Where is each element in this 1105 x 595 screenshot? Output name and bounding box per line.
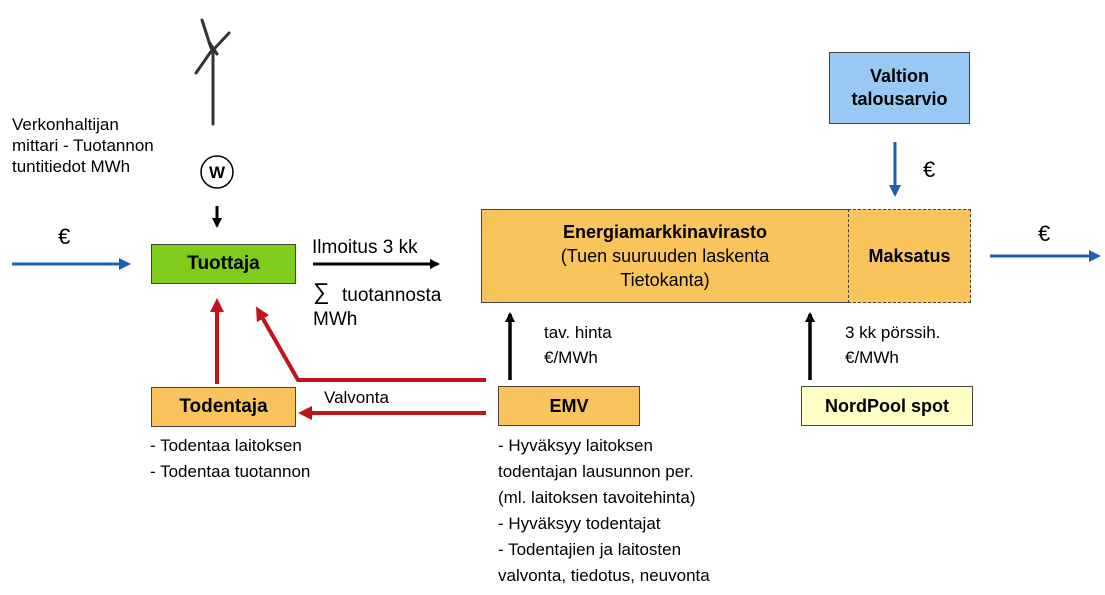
emv-task: - Hyväksyy laitoksen [498, 436, 653, 455]
state-budget-line-2: talousarvio [851, 89, 948, 109]
verifier-label: Todentaja [179, 396, 268, 417]
emv-task: - Hyväksyy todentajat [498, 514, 661, 533]
avg-price-line-1: tav. hinta [544, 323, 612, 342]
state-budget-box: Valtion talousarvio [829, 52, 970, 124]
agency-box: Energiamarkkinavirasto (Tuen suuruuden l… [481, 209, 849, 303]
producer-box: Tuottaja [151, 244, 296, 284]
spot-price-line-1: 3 kk pörssih. [845, 323, 941, 342]
verifier-task: - Todentaa laitoksen [150, 436, 302, 455]
sum-text: tuotannosta [342, 285, 442, 306]
emv-task: (ml. laitoksen tavoitehinta) [498, 488, 696, 507]
meter-symbol: W [208, 163, 226, 182]
payment-box: Maksatus [848, 209, 971, 303]
emv-task: todentajan lausunnon per. [498, 462, 694, 481]
nordpool-label: NordPool spot [825, 395, 949, 416]
sum-unit: MWh [313, 309, 358, 330]
emv-task: - Todentajien ja laitosten [498, 540, 682, 559]
sum-symbol: ∑ [313, 278, 330, 304]
wind-turbine-icon [194, 18, 231, 126]
meter-icon [200, 155, 234, 189]
agency-sub-line-1: (Tuen suuruuden laskenta [560, 246, 770, 266]
agency-sub-line-2: Tietokanta) [620, 270, 710, 290]
payment-label: Maksatus [868, 245, 951, 266]
meter-label-line-1: Verkonhaltijan [12, 115, 119, 134]
verifier-box: Todentaja [151, 387, 296, 427]
avg-price-line-2: €/MWh [544, 348, 598, 367]
euro-budget-label: € [923, 157, 936, 182]
arrow-emv-to-producer [256, 306, 486, 382]
agency-title: Energiamarkkinavirasto [562, 222, 768, 242]
emv-label: EMV [549, 395, 589, 416]
euro-right-label: € [1038, 221, 1051, 246]
spot-price-line-2: €/MWh [845, 348, 899, 367]
emv-task: valvonta, tiedotus, neuvonta [498, 566, 710, 585]
supervision-label: Valvonta [324, 388, 389, 407]
nordpool-box: NordPool spot [801, 386, 973, 426]
verifier-task: - Todentaa tuotannon [150, 462, 311, 481]
meter-label-line-2: mittari - Tuotannon [12, 136, 154, 155]
euro-left-label: € [58, 224, 71, 249]
state-budget-line-1: Valtion [869, 66, 929, 86]
producer-label: Tuottaja [187, 253, 260, 274]
emv-box: EMV [498, 386, 640, 426]
meter-label-line-3: tuntitiedot MWh [12, 157, 131, 176]
report-label: Ilmoitus 3 kk [312, 237, 418, 258]
